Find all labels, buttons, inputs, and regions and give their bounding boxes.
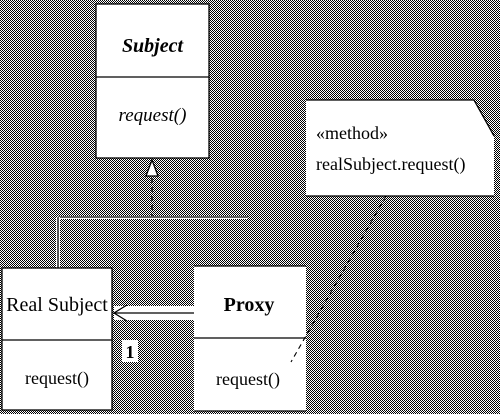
- note-top-edge: [306, 99, 495, 137]
- association-arrowhead: [112, 304, 128, 322]
- realization-connector: [56, 158, 248, 268]
- multiplicity-bg: [122, 340, 138, 362]
- association-multiplicity: 1: [126, 342, 135, 362]
- association: [112, 304, 194, 322]
- real-subject-class: Real Subject request(): [1, 267, 113, 411]
- subject-class-name: Subject: [122, 35, 185, 57]
- note-link: [290, 195, 387, 363]
- note-dashed-link: [290, 195, 387, 363]
- proxy-class: Proxy request(): [194, 265, 306, 412]
- realization-arrowhead: [145, 158, 159, 177]
- note-code: realSubject.request(): [316, 154, 465, 175]
- proxy-class-name: Proxy: [224, 294, 275, 316]
- method-note: «method» realSubject.request(): [306, 99, 495, 197]
- real-subject-operation: request(): [25, 368, 89, 389]
- proxy-operation: request(): [216, 369, 280, 390]
- subject-operation: request(): [119, 105, 187, 126]
- subject-class: Subject request(): [95, 3, 210, 159]
- note-stereotype: «method»: [316, 123, 388, 143]
- real-subject-class-name: Real Subject: [6, 294, 108, 316]
